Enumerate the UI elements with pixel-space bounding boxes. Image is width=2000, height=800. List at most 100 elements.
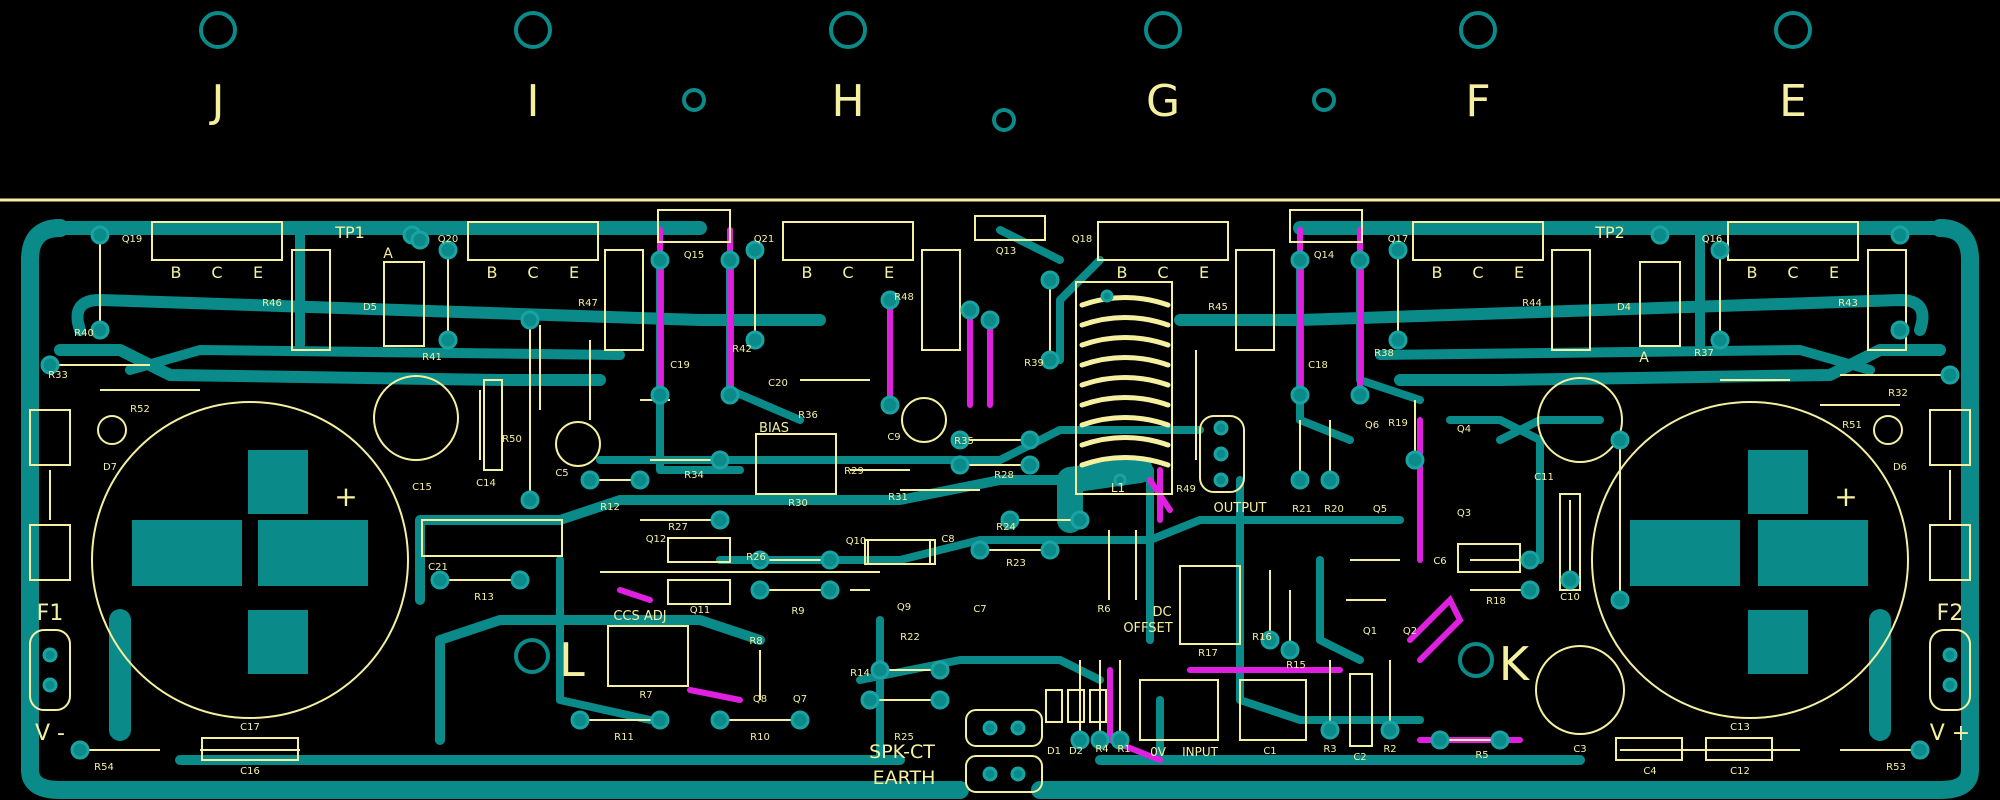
pad — [930, 690, 950, 710]
ref-label: R39 — [1024, 358, 1044, 369]
pin-label: E — [1199, 263, 1209, 282]
ref-label: R54 — [94, 762, 114, 773]
ref-label: D5 — [363, 302, 377, 313]
ref-label: R8 — [749, 636, 762, 647]
trimpot-bias — [755, 433, 837, 495]
pad — [1890, 320, 1910, 340]
bias-transistor-q10 — [864, 539, 936, 565]
pad — [1070, 730, 1090, 750]
ref-label: Q13 — [996, 246, 1017, 257]
earth-connector — [965, 755, 1043, 793]
mount-hole — [199, 11, 237, 49]
mount-letter: G — [1146, 76, 1180, 127]
pad — [1040, 270, 1060, 290]
ref-label: R6 — [1097, 604, 1110, 615]
pin-label: B — [1747, 263, 1758, 282]
pad — [860, 690, 880, 710]
pad — [410, 230, 430, 250]
trace — [1375, 345, 1875, 375]
output-label: OUTPUT — [1214, 501, 1267, 516]
ref-label: R32 — [1888, 388, 1908, 399]
ref-label: R44 — [1522, 298, 1542, 309]
pin-label: C — [211, 263, 222, 282]
pin-label: E — [253, 263, 263, 282]
small-capacitor — [373, 375, 459, 461]
ref-label: C14 — [476, 478, 496, 489]
trace — [125, 345, 625, 375]
cap-c12 — [1705, 737, 1773, 761]
coil-winding — [1079, 415, 1171, 428]
ref-label: R15 — [1286, 660, 1306, 671]
pad — [1320, 470, 1340, 490]
polarity-plus: + — [334, 480, 357, 513]
cap-c6 — [1457, 543, 1521, 573]
coil-winding — [1079, 395, 1171, 408]
pad — [982, 766, 998, 782]
ref-label: Q20 — [438, 234, 459, 245]
pad — [1710, 330, 1730, 350]
ref-label: R40 — [74, 328, 94, 339]
mount-hole — [829, 11, 867, 49]
pad — [1040, 350, 1060, 370]
pad — [258, 520, 368, 586]
pad — [1000, 510, 1020, 530]
pad — [520, 310, 540, 330]
ref-label: R19 — [1388, 418, 1408, 429]
top-trace — [1407, 594, 1464, 663]
ref-label: D4 — [1617, 302, 1631, 313]
ref-label: Q15 — [684, 250, 705, 261]
ref-label: D1 — [1047, 746, 1061, 757]
pad — [870, 660, 890, 680]
top-trace — [617, 587, 653, 603]
ref-label: R16 — [1252, 632, 1272, 643]
ref-label: R2 — [1383, 744, 1396, 755]
ref-label: R4 — [1095, 744, 1108, 755]
resistor-box — [604, 249, 644, 351]
pin-label: E — [1829, 263, 1839, 282]
pad — [1758, 520, 1868, 586]
capacitor-outline — [91, 401, 409, 719]
small-transistor — [974, 215, 1046, 241]
resistor-box — [1867, 249, 1907, 351]
diode-small — [1045, 689, 1063, 723]
copper-flood — [1057, 457, 1153, 533]
trimpot-ccs — [607, 625, 689, 687]
small-capacitor — [1537, 377, 1623, 463]
pad — [580, 470, 600, 490]
pad — [745, 240, 765, 260]
trace — [556, 556, 654, 724]
ref-label: Q8 — [753, 694, 767, 705]
side-letter-k: K — [1499, 637, 1531, 691]
pad — [1290, 470, 1310, 490]
ref-label: R50 — [502, 434, 522, 445]
pad — [930, 660, 950, 680]
resistor-box — [1551, 249, 1591, 351]
ref-label: Q2 — [1403, 626, 1417, 637]
pad — [430, 570, 450, 590]
pad — [745, 330, 765, 350]
ref-label: Q3 — [1457, 508, 1471, 519]
ref-label: C4 — [1643, 766, 1656, 777]
input-label: INPUT — [1182, 745, 1219, 759]
ref-label: Q5 — [1373, 504, 1387, 515]
pad — [248, 610, 308, 674]
pad — [520, 490, 540, 510]
pad — [880, 395, 900, 415]
ref-label: R42 — [732, 344, 752, 355]
anode-label: A — [383, 246, 393, 262]
pad — [720, 385, 740, 405]
pad — [1090, 730, 1110, 750]
ref-label: Q7 — [793, 694, 807, 705]
resistor-box — [291, 249, 331, 351]
transistor-body — [1097, 221, 1229, 261]
pad — [710, 710, 730, 730]
trace — [415, 475, 1105, 605]
diode-small — [1067, 689, 1085, 723]
ref-label: R49 — [1176, 484, 1196, 495]
pad — [1290, 385, 1310, 405]
pad — [1380, 720, 1400, 740]
ref-label: C3 — [1573, 744, 1586, 755]
fuse-pad — [1929, 524, 1971, 581]
pad — [1630, 520, 1740, 586]
cap-c14 — [483, 379, 503, 471]
